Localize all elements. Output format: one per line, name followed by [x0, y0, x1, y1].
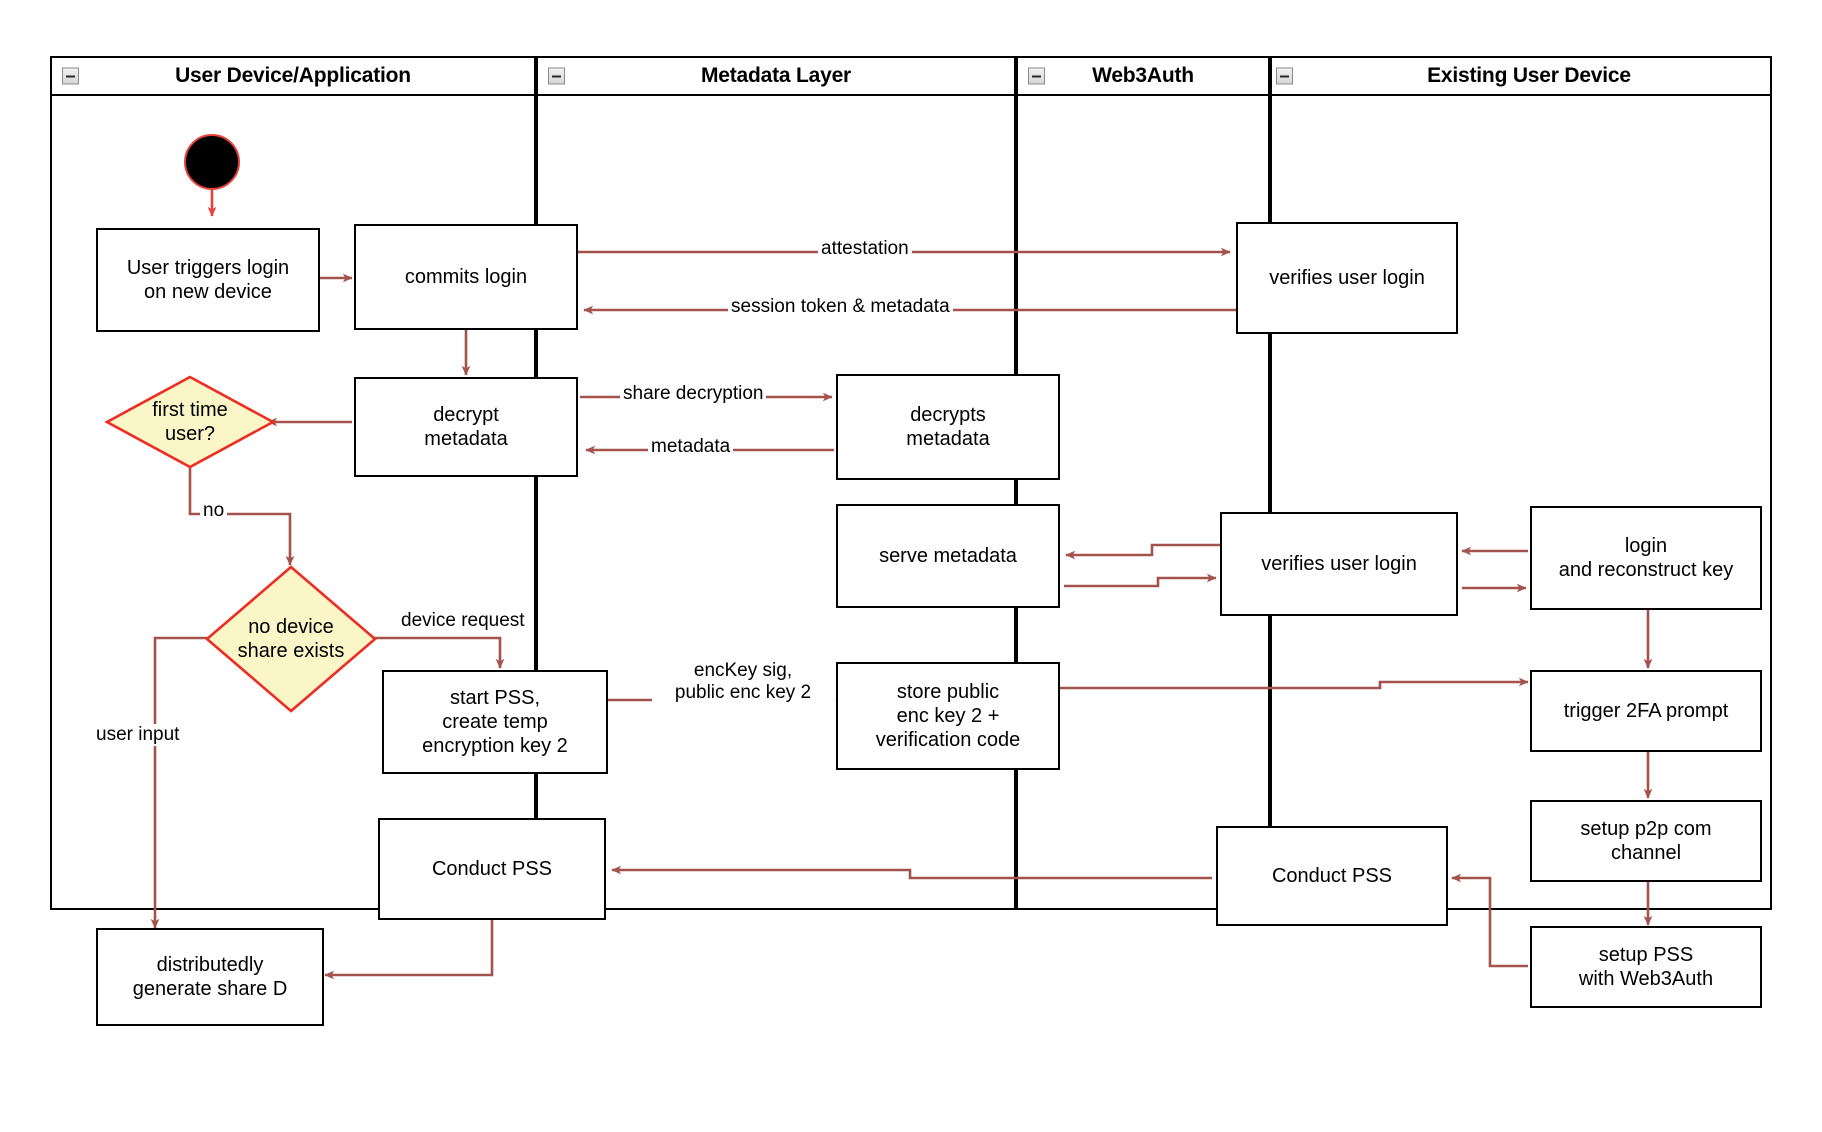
- edge-label-attestation: attestation: [818, 238, 912, 260]
- edge-label-enckey-sig: encKey sig, public enc key 2: [652, 660, 834, 704]
- node-no-device-share-exists[interactable]: no device share exists: [205, 565, 377, 713]
- node-conduct-pss-web3auth[interactable]: Conduct PSS: [1216, 826, 1448, 926]
- edge-label-share-decryption: share decryption: [620, 383, 767, 405]
- edge-label-session-token-metadata: session token & metadata: [728, 296, 953, 318]
- node-setup-pss-with-web3auth[interactable]: setup PSS with Web3Auth: [1530, 926, 1762, 1008]
- node-login-and-reconstruct-key[interactable]: login and reconstruct key: [1530, 506, 1762, 610]
- node-conduct-pss-user[interactable]: Conduct PSS: [378, 818, 606, 920]
- lane-body-web3auth: [1016, 56, 1270, 910]
- lane-title-metadata: Metadata Layer: [700, 64, 852, 87]
- node-commits-login[interactable]: commits login: [354, 224, 578, 330]
- edge-label-metadata: metadata: [648, 436, 734, 458]
- lane-title-user-device: User Device/Application: [175, 64, 411, 87]
- collapse-minus-icon[interactable]: [1028, 67, 1045, 85]
- start-node: [184, 134, 240, 190]
- lane-title-existing-device: Existing User Device: [1427, 64, 1631, 87]
- node-decrypts-metadata[interactable]: decrypts metadata: [836, 374, 1060, 480]
- node-distributedly-generate-share-d[interactable]: distributedly generate share D: [96, 928, 324, 1026]
- collapse-minus-icon[interactable]: [548, 67, 565, 85]
- edge-label-device-request: device request: [398, 610, 528, 632]
- node-store-public-enc-key[interactable]: store public enc key 2 + verification co…: [836, 662, 1060, 770]
- node-decrypt-metadata[interactable]: decrypt metadata: [354, 377, 578, 477]
- edge-label-user-input: user input: [93, 724, 183, 746]
- collapse-minus-icon[interactable]: [1276, 67, 1293, 85]
- lane-body-existing-device: [1270, 56, 1772, 910]
- lane-body-user-device: [50, 56, 536, 910]
- node-verifies-user-login-mid[interactable]: verifies user login: [1220, 512, 1458, 616]
- edge-label-no: no: [200, 500, 228, 522]
- lane-body-metadata: [536, 56, 1016, 910]
- lane-header-user-device[interactable]: User Device/Application: [50, 56, 536, 96]
- collapse-minus-icon[interactable]: [62, 67, 79, 85]
- lane-header-metadata[interactable]: Metadata Layer: [536, 56, 1016, 96]
- node-serve-metadata[interactable]: serve metadata: [836, 504, 1060, 608]
- node-setup-p2p-com-channel[interactable]: setup p2p com channel: [1530, 800, 1762, 882]
- node-user-triggers-login[interactable]: User triggers login on new device: [96, 228, 320, 332]
- lane-header-web3auth[interactable]: Web3Auth: [1016, 56, 1270, 96]
- node-first-time-user[interactable]: first time user?: [104, 375, 276, 469]
- node-verifies-user-login-top[interactable]: verifies user login: [1236, 222, 1458, 334]
- node-trigger-2fa-prompt[interactable]: trigger 2FA prompt: [1530, 670, 1762, 752]
- lane-header-existing-device[interactable]: Existing User Device: [1270, 56, 1772, 96]
- node-start-pss-create-temp-key[interactable]: start PSS, create temp encryption key 2: [382, 670, 608, 774]
- lane-title-web3auth: Web3Auth: [1092, 64, 1194, 87]
